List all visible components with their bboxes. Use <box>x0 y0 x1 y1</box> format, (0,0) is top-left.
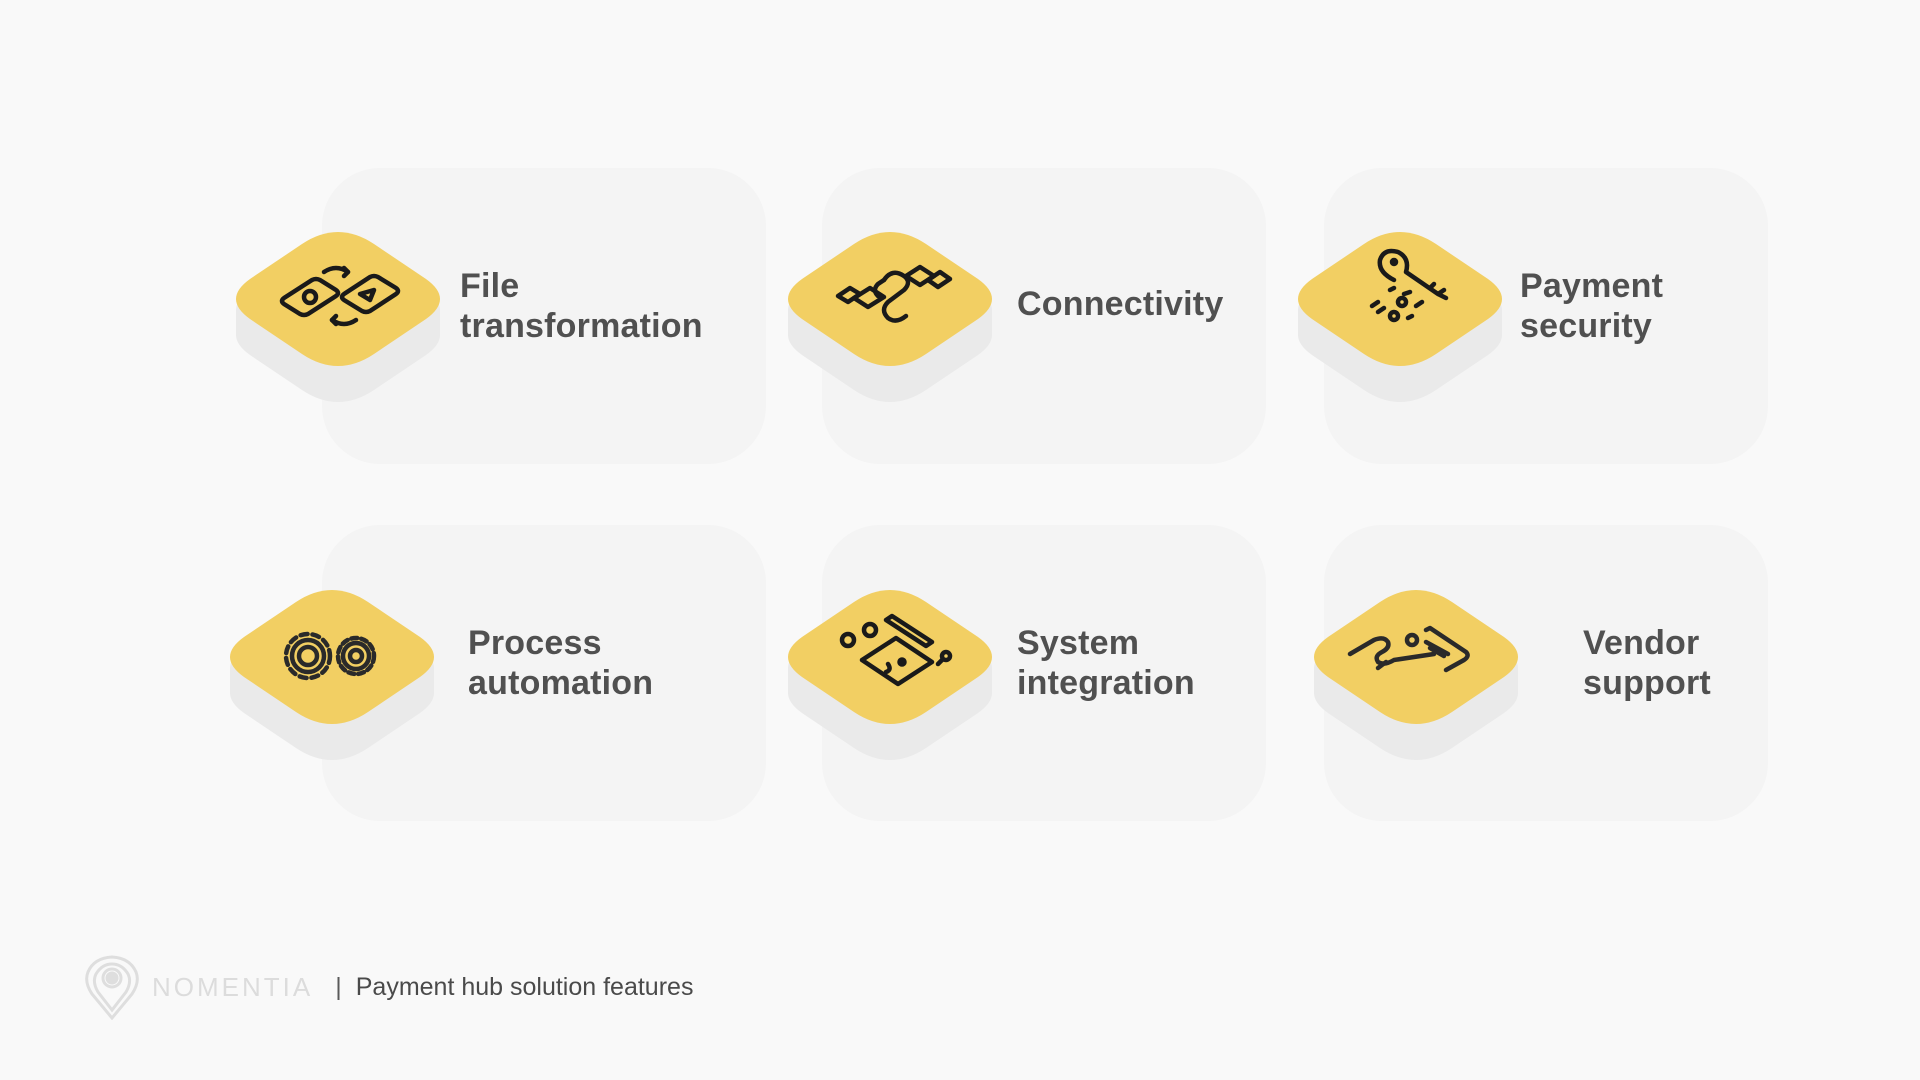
feature-label-process-automation: Process automation <box>468 624 654 702</box>
person-document-icon <box>1314 590 1518 760</box>
key-binary-icon <box>1298 232 1502 402</box>
feature-label-vendor-support: Vendor support <box>1583 624 1711 702</box>
footer: NOMENTIA | Payment hub solution features <box>84 955 694 1020</box>
feature-label-file-transformation: File transformation <box>460 267 703 345</box>
file-transformation-icon <box>236 232 440 402</box>
gears-icon <box>230 590 434 760</box>
footer-subtitle: Payment hub solution features <box>355 972 694 1001</box>
brand-name: NOMENTIA <box>152 971 314 1002</box>
feature-label-system-integration: System integration <box>1017 624 1195 702</box>
feature-label-connectivity: Connectivity <box>1017 285 1224 323</box>
location-pin-logo-icon <box>85 955 139 1020</box>
system-integration-icon <box>788 590 992 760</box>
footer-separator: | <box>335 972 342 1001</box>
feature-label-payment-security: Payment security <box>1520 267 1664 345</box>
cable-plug-icon <box>788 232 992 402</box>
